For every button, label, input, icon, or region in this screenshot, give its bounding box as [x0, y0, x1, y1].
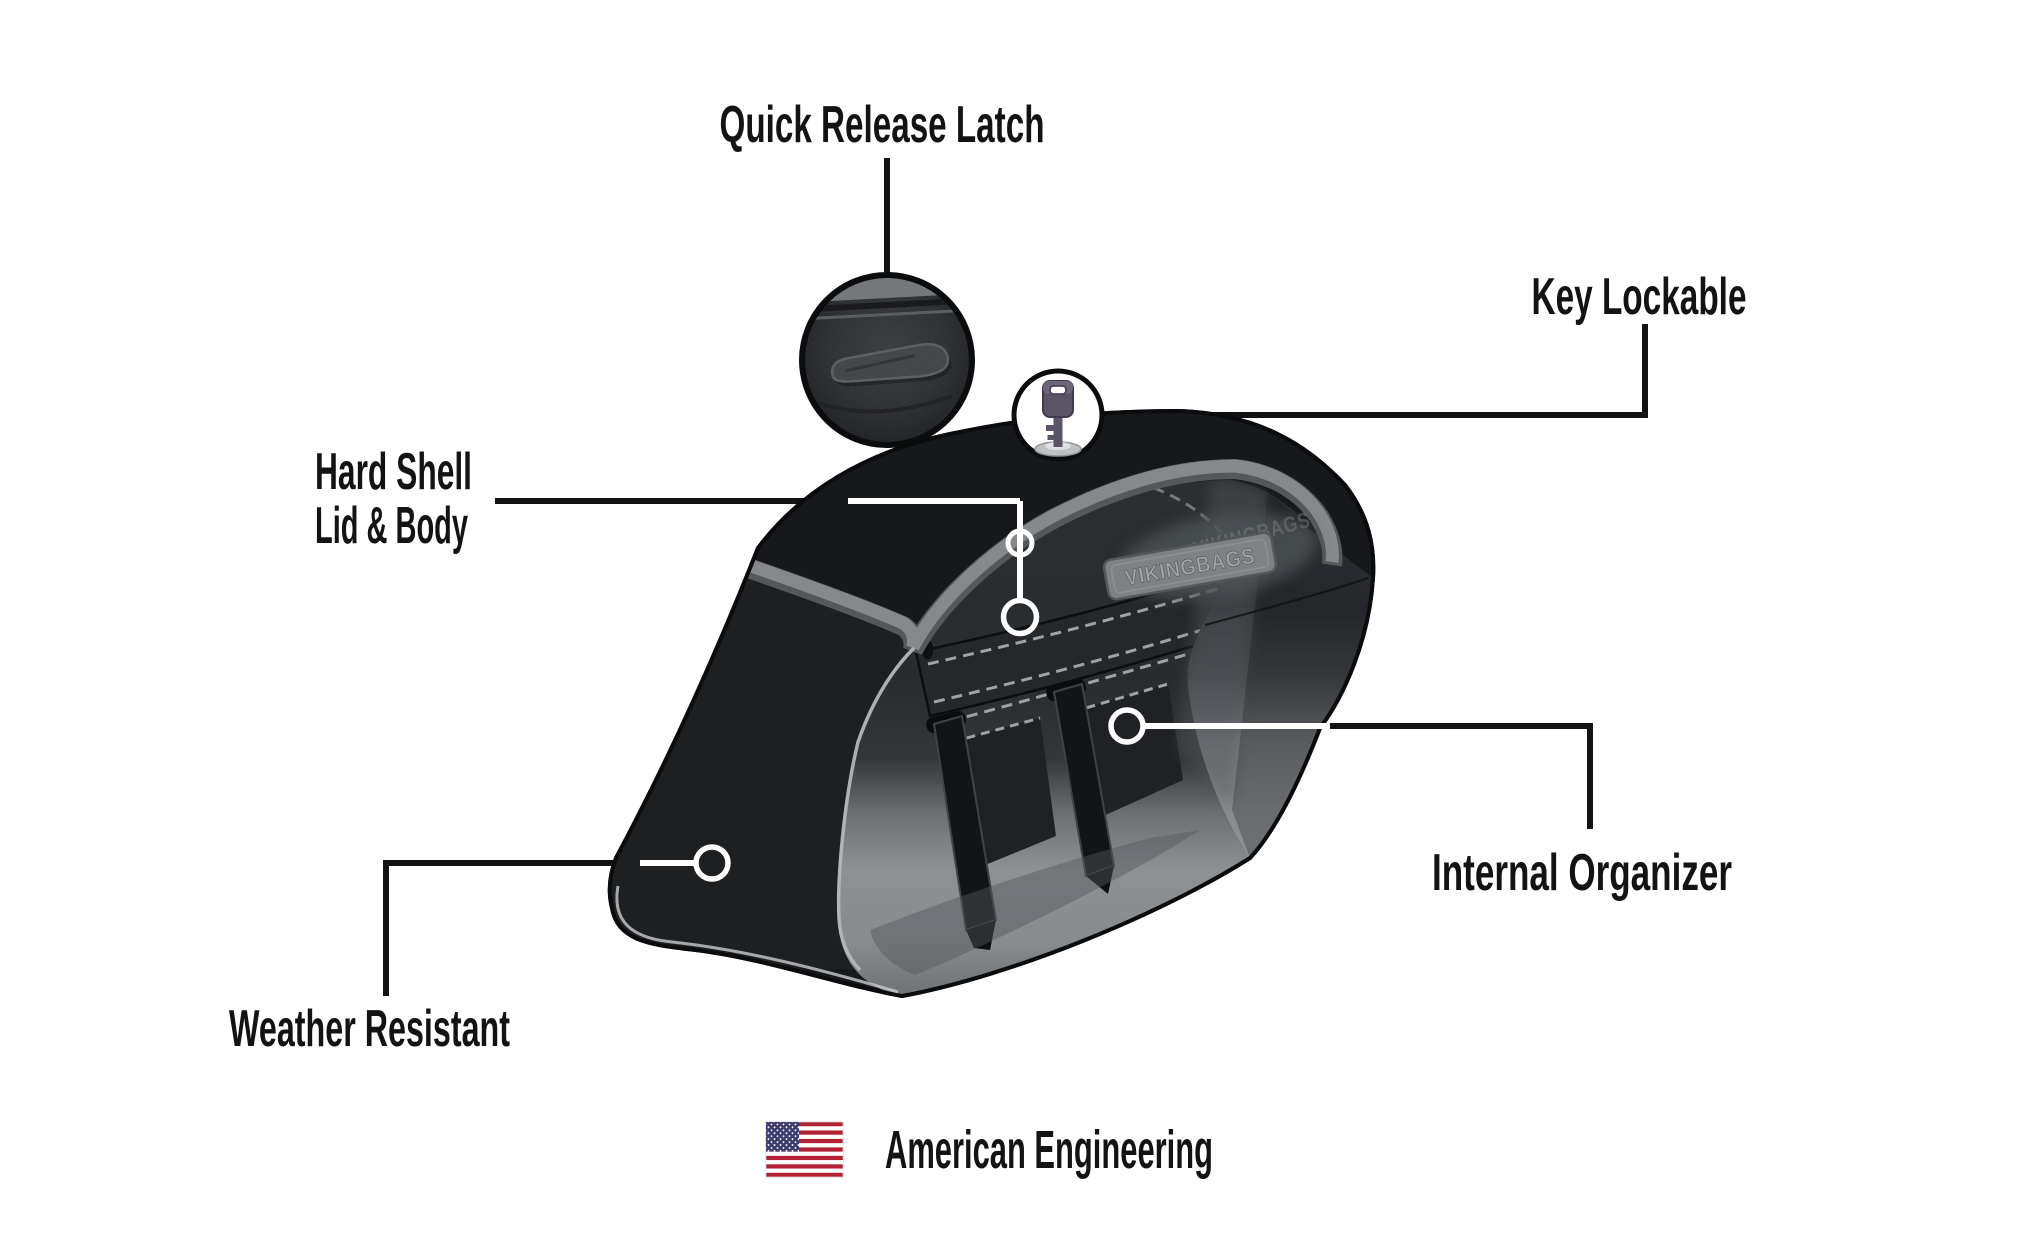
- hard-shell-line-white: [848, 498, 1023, 601]
- us-flag-icon: [765, 1121, 844, 1178]
- organizer-straps: [926, 678, 1116, 950]
- key-lockable-line: [1104, 324, 1648, 418]
- bottom-piping: [615, 885, 899, 994]
- internal-organizer-group: [870, 480, 1254, 975]
- callout-internal-organizer-label: Internal Organizer: [1432, 844, 1732, 902]
- key-lockable-inset: [1011, 368, 1105, 462]
- bag-outline: [607, 408, 1376, 999]
- callout-weather-resistant-label: Weather Resistant: [229, 1000, 510, 1058]
- callout-key-lockable-label: Key Lockable: [1532, 268, 1747, 326]
- hard-shell-ring-small: [1005, 528, 1035, 558]
- footer-label: American Engineering: [885, 1120, 1213, 1180]
- bag-wedge-face: [609, 565, 914, 970]
- saddlebag-illustration: VIKINGBAGS VIKINGBAGS: [607, 408, 1376, 999]
- brand-plate: VIKINGBAGS VIKINGBAGS: [1102, 507, 1317, 601]
- latch-texture: [805, 278, 969, 442]
- hard-shell-ring-large: [1000, 597, 1040, 637]
- weather-resistant-line: [383, 860, 696, 996]
- callout-hard-shell-label-line2: Lid & Body: [315, 497, 468, 555]
- weather-resistant-ring: [693, 844, 731, 882]
- callout-quick-release-label: Quick Release Latch: [720, 96, 1045, 154]
- callout-lines-over: [640, 498, 1330, 882]
- callout-hard-shell-label-line1: Hard Shell: [315, 443, 472, 501]
- footer: American Engineering: [765, 1120, 1213, 1180]
- lid-piping: [733, 458, 1343, 655]
- quick-release-latch-inset: [799, 272, 975, 448]
- internal-organizer-ring: [1108, 707, 1146, 745]
- lining-shadow: [870, 830, 1200, 975]
- key-icon: [1034, 380, 1082, 457]
- wedge-piping: [836, 646, 916, 972]
- face-seam-line: [1204, 577, 1369, 626]
